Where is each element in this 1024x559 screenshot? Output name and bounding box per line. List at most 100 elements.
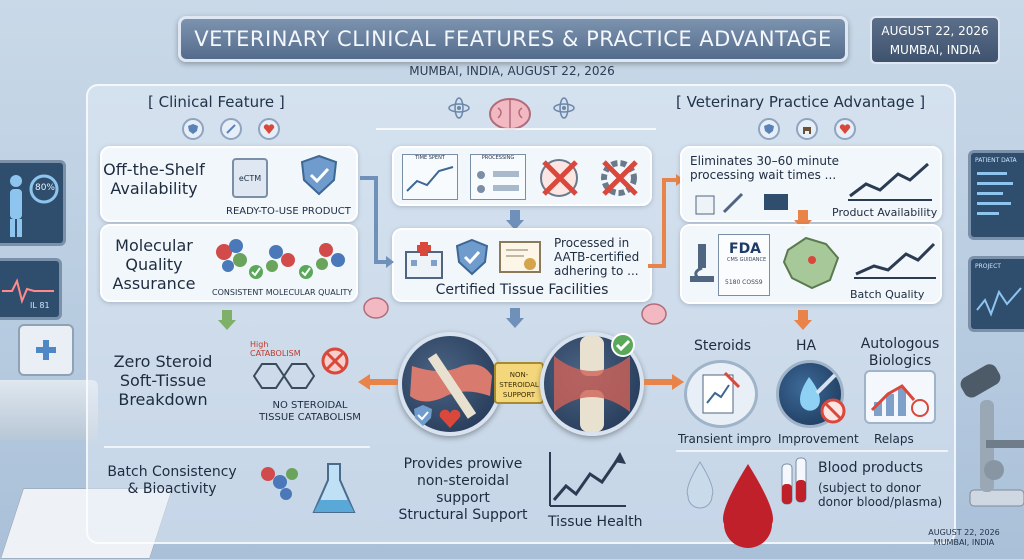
crossed-gear-icon	[601, 160, 638, 196]
joint-tissue-icon	[410, 353, 492, 419]
transient-label: Transient impro	[678, 432, 772, 446]
support-line3: support	[436, 490, 490, 506]
flow-box-time: TIME SPENT	[402, 154, 458, 200]
shield-check-icon	[300, 154, 338, 196]
date-badge-location: MUMBAI, INDIA	[889, 43, 981, 57]
blood-drops-icon	[686, 457, 807, 548]
footer-date-line1: AUGUST 22, 2026	[928, 528, 1000, 537]
down-arrow-icon	[794, 310, 812, 330]
blood-line2: (subject to donor	[818, 481, 921, 495]
hospital-icon	[405, 242, 443, 279]
autologous-line2: Biologics	[868, 353, 932, 369]
growth-chart-icon	[848, 162, 932, 201]
high-tag-line2: CATABOLISM	[250, 349, 301, 358]
heartbeat-icon	[2, 278, 54, 305]
microscope-icon	[960, 364, 1024, 507]
lab-tools-icon	[695, 192, 788, 215]
knee-circle	[540, 332, 644, 436]
steroids-label: Steroids	[694, 338, 752, 354]
project-label: PROJECT	[975, 263, 1001, 270]
shield-check-icon	[414, 405, 432, 426]
crossed-timer-icon	[540, 159, 578, 197]
human-figure-icon	[10, 174, 59, 237]
support-line2: non-steroidal	[416, 473, 510, 489]
molecular-card: Molecular Quality Assurance CONSISTENT M…	[100, 224, 358, 302]
badge-line1: NON-	[509, 371, 529, 379]
high-tag-line1: High	[250, 340, 269, 349]
zero-steroid-caption-line1: NO STEROIDAL	[272, 400, 348, 411]
batch-quality-label: Batch Quality	[850, 288, 925, 301]
heart-icon	[258, 118, 280, 140]
batch-quality-card: FDA CMS GUIDANCE 5180 COSS9 Batch Qualit…	[680, 224, 942, 304]
medical-box-icon	[18, 324, 74, 376]
joint-circle	[398, 332, 502, 436]
process-flow-card: TIME SPENT PROCESSING	[392, 146, 652, 206]
zero-steroid-line2: Soft-Tissue	[119, 371, 207, 390]
facility-caption: Certified Tissue Facilities	[435, 282, 609, 298]
facility-text-line3: adhering to ...	[554, 264, 639, 278]
down-arrow-icon	[506, 308, 524, 328]
flowchart-icon	[477, 171, 519, 193]
left-icon-row	[182, 118, 280, 140]
off-shelf-card: Off-the-Shelf Availability eCTM READY-TO…	[100, 146, 358, 222]
improvement-label: Improvement	[778, 432, 859, 446]
atom-icon	[448, 97, 470, 119]
autologous-label: Autologous Biologics	[850, 336, 950, 370]
shield-check-icon	[455, 238, 489, 276]
flow-label-time: TIME SPENT	[415, 155, 445, 161]
facility-text-line1: Processed in	[554, 236, 630, 250]
tissue-health-chart-icon	[549, 452, 626, 507]
badge-line2: STEROIDAL	[499, 381, 539, 389]
facility-text-line2: AATB-certified	[554, 250, 640, 264]
down-arrow-icon	[506, 210, 524, 230]
heart-icon	[834, 118, 856, 140]
left-desk	[0, 380, 98, 440]
left-wall-monitor: 80%	[0, 160, 66, 246]
molecular-title-line1: Molecular	[115, 236, 193, 255]
right-divider	[676, 450, 948, 452]
shield-check-icon	[182, 118, 204, 140]
right-lower-monitor: PROJECT	[968, 256, 1024, 332]
blood-line3: donor blood/plasma)	[818, 495, 943, 509]
off-shelf-title-line2: Availability	[110, 179, 198, 198]
brain-icon	[489, 98, 531, 130]
off-shelf-title-line1: Off-the-Shelf	[103, 160, 205, 179]
support-line4: Structural Support	[398, 507, 528, 523]
zero-steroid-caption-line2: TISSUE CATABOLISM	[259, 412, 361, 423]
eliminates-line1: Eliminates 30–60 minute	[690, 154, 840, 168]
facility-text: Processed in AATB-certified adhering to …	[554, 236, 652, 278]
growth-chart-icon	[854, 242, 936, 279]
molecule-icon	[261, 467, 298, 500]
left-heading: [ Clinical Feature ]	[148, 93, 285, 111]
high-tag: High CATABOLISM	[250, 340, 301, 358]
date-badge-date: AUGUST 22, 2026	[881, 24, 989, 38]
prohibit-icon	[820, 398, 846, 424]
map-icon	[782, 236, 840, 290]
batch-title: Batch Consistency & Bioactivity	[98, 464, 246, 498]
document-chart-icon	[702, 371, 741, 414]
flow-label-processing: PROCESSING	[481, 155, 515, 161]
footer-date: AUGUST 22, 2026 MUMBAI, INDIA	[914, 528, 1014, 548]
dog-icon	[796, 118, 818, 140]
batch-title-line2: & Bioactivity	[127, 481, 217, 497]
prohibit-icon	[321, 347, 349, 375]
microscope-icon	[690, 244, 714, 282]
fda-label: FDA	[729, 241, 762, 257]
non-steroidal-badge: NON- STEROIDAL SUPPORT	[494, 362, 544, 404]
left-lower-monitor: IL 81	[0, 258, 62, 320]
support-text: Provides prowive non-steroidal support S…	[388, 456, 538, 524]
syringe-icon	[220, 118, 242, 140]
knee-joint-icon	[554, 336, 630, 432]
brain-icon	[363, 297, 389, 319]
eliminates-card: Eliminates 30–60 minute processing wait …	[680, 146, 942, 222]
flow-box-processing: PROCESSING	[470, 154, 526, 200]
eliminates-text: Eliminates 30–60 minute processing wait …	[690, 154, 860, 182]
doc-code: 5180 COSS9	[725, 279, 763, 286]
zero-steroid-line3: Breakdown	[118, 390, 208, 409]
badge-line3: SUPPORT	[502, 391, 536, 399]
connector-arrow-icon	[360, 176, 394, 268]
center-bracket	[376, 128, 656, 130]
right-heading: [ Veterinary Practice Advantage ]	[676, 93, 926, 111]
blood-line1: Blood products	[818, 460, 924, 476]
left-divider	[104, 446, 370, 448]
